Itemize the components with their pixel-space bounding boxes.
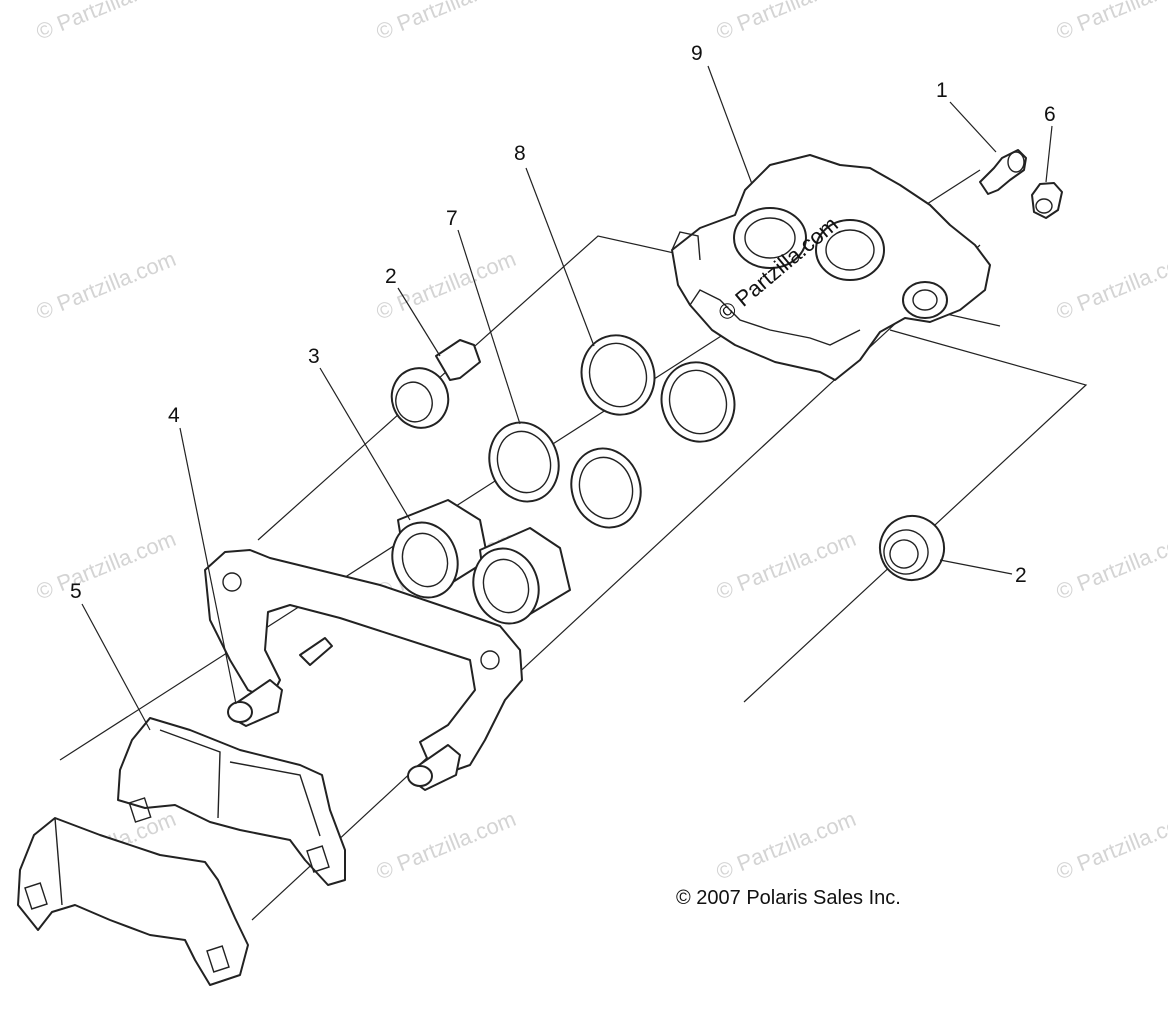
bleeder-cap <box>1031 182 1063 219</box>
watermark: © Partzilla.com <box>713 0 860 45</box>
watermark: © Partzilla.com <box>373 806 520 885</box>
watermark: © Partzilla.com <box>713 526 860 605</box>
callout-3: 3 <box>308 345 320 368</box>
bleeder-screw <box>979 149 1027 195</box>
watermark: © Partzilla.com <box>33 246 180 325</box>
dust-seal-lower <box>570 447 642 529</box>
watermark: © Partzilla.com <box>1053 246 1168 325</box>
caliper-bracket <box>204 549 523 791</box>
callout-2: 2 <box>385 265 397 288</box>
watermark: © Partzilla.com <box>33 526 180 605</box>
copyright-text: © 2007 Polaris Sales Inc. <box>676 887 901 909</box>
caliper-body <box>671 154 991 381</box>
watermark: © Partzilla.com <box>713 806 860 885</box>
callout-2: 2 <box>1015 564 1027 587</box>
callout-1: 1 <box>936 79 948 102</box>
callout-7: 7 <box>446 207 458 230</box>
callout-labels: 9 1 6 8 7 2 3 4 5 2 <box>70 42 1056 603</box>
brake-pad-lower <box>17 817 249 986</box>
piston-lower <box>472 527 571 625</box>
brake-pad-upper <box>117 717 346 886</box>
pin-boot-upper <box>390 339 481 429</box>
watermark: © Partzilla.com <box>1053 806 1168 885</box>
watermark: © Partzilla.com <box>373 0 520 45</box>
callout-9: 9 <box>691 42 703 65</box>
callout-6: 6 <box>1044 103 1056 126</box>
watermark: © Partzilla.com <box>33 0 180 45</box>
piston-seal-upper <box>580 334 656 416</box>
callout-5: 5 <box>70 580 82 603</box>
piston-seal-lower <box>660 361 736 443</box>
pin-boot-right <box>879 515 945 581</box>
watermark: © Partzilla.com <box>1053 526 1168 605</box>
watermark: © Partzilla.com <box>1053 0 1168 45</box>
piston-upper <box>391 499 489 599</box>
callout-4: 4 <box>168 404 180 427</box>
leader-lines <box>81 65 1053 731</box>
dust-seal-upper <box>488 421 560 503</box>
callout-8: 8 <box>514 142 526 165</box>
